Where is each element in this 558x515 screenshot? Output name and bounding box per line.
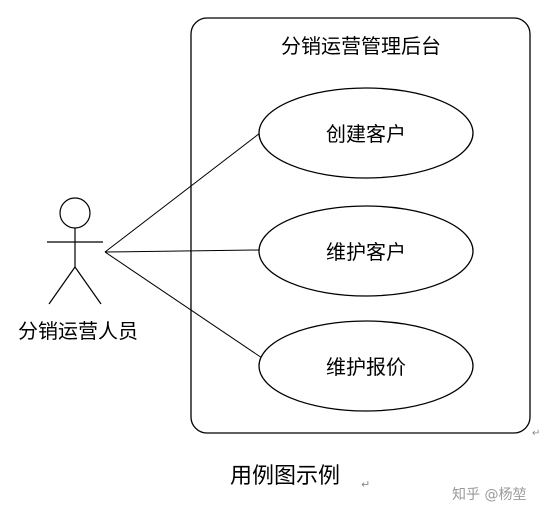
actor-left-leg (48, 266, 76, 305)
use-case-maintain-customer (258, 205, 474, 297)
use-case-label: 维护报价 (326, 355, 406, 379)
system-title: 分销运营管理后台 (281, 34, 441, 58)
association-line-1 (104, 129, 265, 253)
watermark: 知乎 @杨堃 (452, 487, 527, 503)
use-case-label: 维护客户 (326, 240, 406, 264)
paragraph-mark: ↵ (532, 428, 540, 439)
association-line-2 (104, 249, 260, 253)
use-case-create-customer (258, 87, 474, 179)
association-line-3 (104, 251, 266, 361)
actor-head (59, 197, 91, 229)
figure-caption: 用例图示例 (230, 464, 341, 489)
actor-right-leg (74, 266, 102, 305)
use-case-maintain-quote (258, 320, 474, 412)
paragraph-mark: ↵ (361, 478, 371, 491)
system-boundary (190, 17, 531, 434)
actor-name: 分销运营人员 (18, 319, 138, 343)
use-case-label: 创建客户 (326, 122, 406, 146)
actor-stick-figure (47, 197, 103, 305)
caption-area: 用例图示例 ↵ (0, 458, 558, 491)
